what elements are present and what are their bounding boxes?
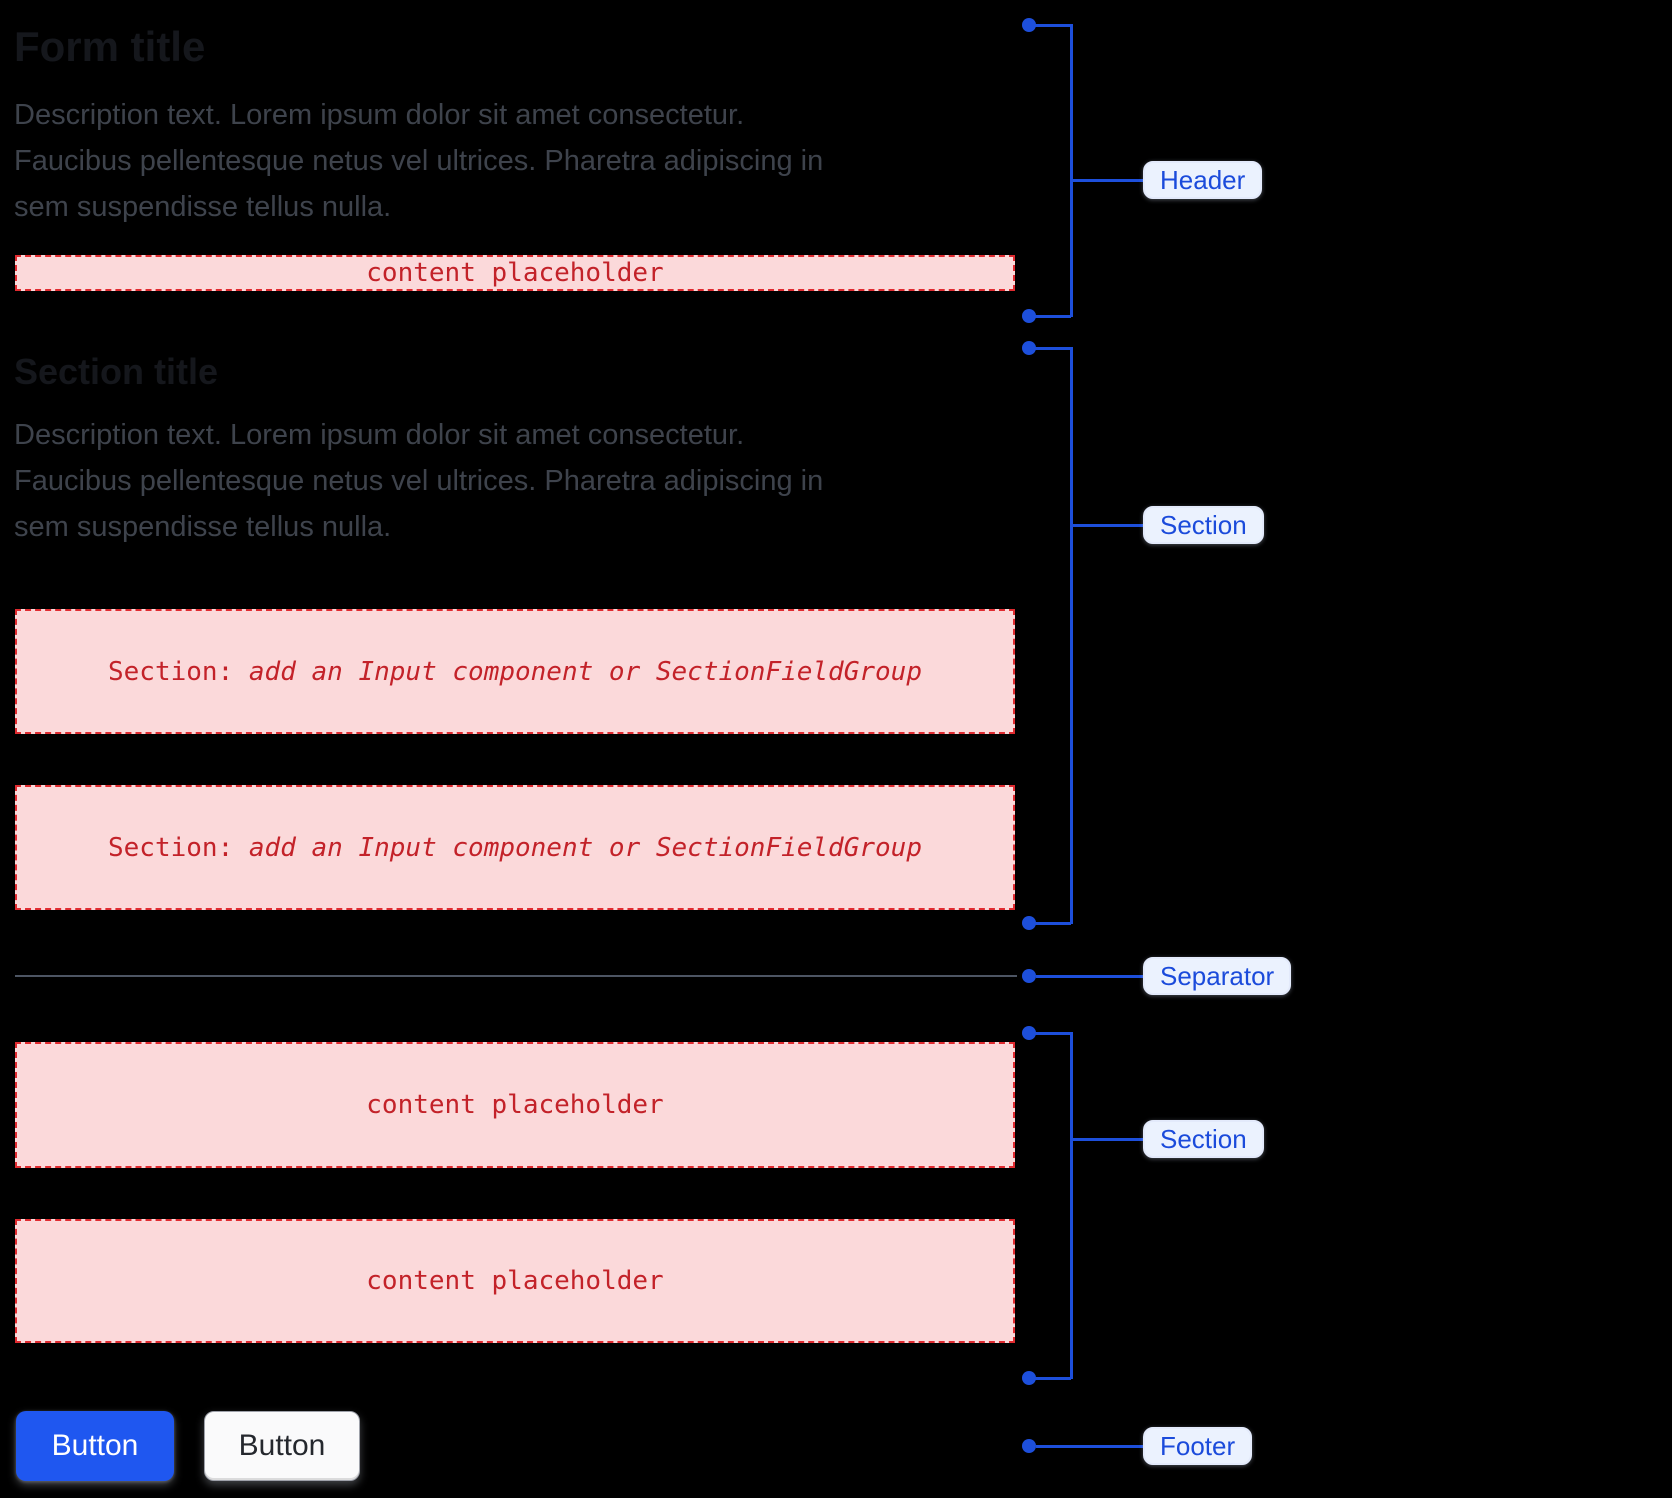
section2-content-placeholder-2: content placeholder (15, 1219, 1015, 1343)
bracket-stub (1029, 347, 1071, 350)
annotation-section2-label: Section (1143, 1120, 1264, 1158)
section-field-placeholder-2-text: Section: add an Input component or Secti… (108, 832, 922, 863)
connector-dot (1022, 1371, 1036, 1385)
connector-line-section2 (1071, 1138, 1143, 1141)
annotation-separator-label: Separator (1143, 957, 1292, 995)
bracket-line-section1 (1070, 347, 1073, 924)
connector-dot (1022, 969, 1036, 983)
section2-content-placeholder-2-text: content placeholder (366, 1266, 664, 1296)
annotation-header-label: Header (1143, 161, 1263, 199)
primary-button[interactable]: Button (16, 1411, 174, 1481)
form-description: Description text. Lorem ipsum dolor sit … (14, 99, 824, 223)
connector-dot (1022, 916, 1036, 930)
section-field-placeholder-2: Section: add an Input component or Secti… (15, 785, 1015, 910)
section2-content-placeholder-1-text: content placeholder (366, 1090, 664, 1120)
bracket-stub (1029, 1032, 1071, 1035)
header-content-placeholder-text: content placeholder (366, 258, 664, 288)
bracket-stub (1029, 922, 1071, 925)
connector-line-section1 (1071, 524, 1143, 527)
section-title: Section title (14, 351, 219, 392)
bracket-line-section2 (1070, 1032, 1073, 1379)
connector-line-header (1071, 179, 1143, 182)
bracket-line-header (1070, 24, 1073, 317)
header-content-placeholder: content placeholder (15, 255, 1015, 291)
section-field-placeholder-1-text: Section: add an Input component or Secti… (108, 656, 922, 687)
connector-dot (1022, 309, 1036, 323)
section2-content-placeholder-1: content placeholder (15, 1042, 1015, 1168)
bracket-stub (1029, 24, 1071, 27)
bracket-stub (1029, 315, 1071, 318)
connector-line-footer (1036, 1445, 1143, 1448)
connector-dot (1022, 1439, 1036, 1453)
section-description: Description text. Lorem ipsum dolor sit … (14, 419, 824, 543)
annotation-footer-label: Footer (1143, 1427, 1253, 1465)
connector-line-separator (1036, 975, 1143, 978)
annotation-section1-label: Section (1143, 506, 1264, 544)
separator-line (15, 975, 1017, 977)
section-field-placeholder-1: Section: add an Input component or Secti… (15, 609, 1015, 734)
form-title: Form title (14, 23, 206, 70)
secondary-button[interactable]: Button (204, 1411, 360, 1481)
bracket-stub (1029, 1377, 1071, 1380)
